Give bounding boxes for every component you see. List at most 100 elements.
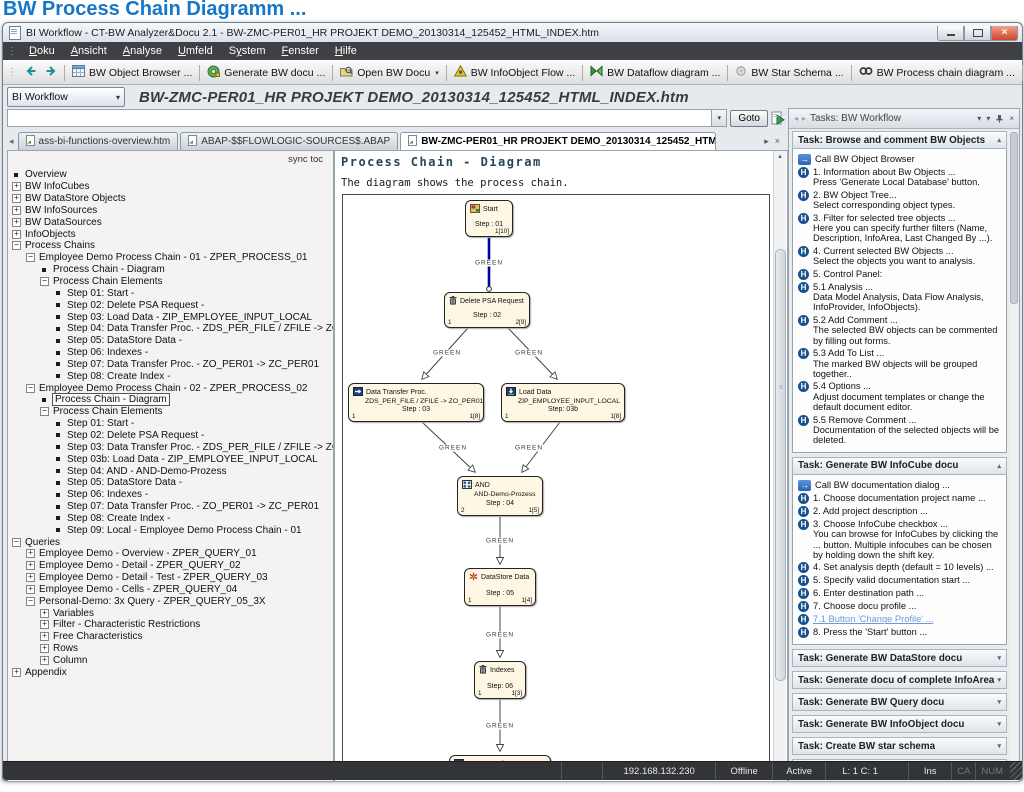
tree-item[interactable]: +BW DataSources (12, 216, 331, 228)
tree-item[interactable]: −Process Chain Elements (12, 406, 331, 418)
expand-icon[interactable]: + (40, 656, 49, 666)
collapse-icon[interactable]: − (26, 253, 35, 263)
expand-icon[interactable]: + (12, 667, 21, 677)
expand-icon[interactable]: + (26, 584, 35, 594)
toolbar-button-bw-object-browser[interactable]: BW Object Browser ... (68, 63, 196, 82)
toolbar-button-bw-dataflow-diagram[interactable]: BW Dataflow diagram ... (586, 63, 724, 82)
collapse-section-icon[interactable]: ▴ (997, 462, 1001, 470)
tree-item[interactable]: +Column (12, 655, 331, 667)
menu-item-doku[interactable]: Doku (29, 45, 55, 57)
task-section-header[interactable]: Task: Generate BW Query docu▾ (792, 693, 1007, 712)
toolbar-button-bw-process-chain-diagram[interactable]: BW Process chain diagram ... (855, 63, 1019, 82)
tree-item[interactable]: Step 06: Indexes - (12, 489, 331, 501)
menu-item-ansicht[interactable]: Ansicht (70, 45, 107, 57)
panel-forward-icon[interactable]: ▸ (802, 114, 807, 123)
tree-item[interactable]: Step 06: Indexes - (12, 347, 331, 359)
tree-item[interactable]: Step 08: Create Index - (12, 370, 331, 382)
close-button[interactable]: × (991, 25, 1018, 41)
tree-item[interactable]: Step 09: Local - Employee Demo Process C… (12, 524, 331, 536)
collapse-icon[interactable]: − (26, 383, 35, 393)
toolbar-button-generate-bw-docu[interactable]: Generate BW docu ... (203, 63, 329, 83)
expand-icon[interactable]: + (12, 182, 21, 192)
pin-icon[interactable] (995, 114, 1004, 123)
panel-back-icon[interactable]: ◂ (794, 114, 799, 123)
toolbar-button-forward-arrow[interactable] (41, 63, 61, 82)
task-section-header[interactable]: Task: Generate docu of complete InfoArea… (792, 671, 1007, 690)
collapse-icon[interactable]: − (12, 537, 21, 547)
expand-section-icon[interactable]: ▾ (997, 721, 1001, 729)
collapse-icon[interactable]: − (12, 241, 21, 251)
task-section-header[interactable]: Task: Browse and comment BW Objects▴ (792, 131, 1007, 149)
tree-item[interactable]: Step 01: Start - (12, 418, 331, 430)
expand-icon[interactable]: + (12, 229, 21, 239)
tree-item[interactable]: +Employee Demo - Detail - ZPER_QUERY_02 (12, 560, 331, 572)
tree-item[interactable]: +BW InfoSources (12, 205, 331, 217)
toolbar-button-bw-infoobject-flow[interactable]: BW InfoObject Flow ... (450, 63, 579, 82)
chevron-down-icon[interactable]: ▾ (435, 69, 439, 77)
tree-item[interactable]: Step 03: Data Transfer Proc. - ZDS_PER_F… (12, 441, 333, 453)
sync-toc-link[interactable]: sync toc (288, 154, 323, 165)
collapse-section-icon[interactable]: ▴ (997, 137, 1001, 144)
toolbar-button-open-bw-docu[interactable]: Open BW Docu▾ (336, 63, 442, 82)
expand-icon[interactable]: + (40, 632, 49, 642)
menu-item-hilfe[interactable]: Hilfe (334, 45, 357, 57)
tree-item[interactable]: Process Chain - Diagram (12, 264, 331, 276)
collapse-icon[interactable]: − (40, 277, 49, 287)
tree-item[interactable]: +BW InfoCubes (12, 181, 331, 193)
chevron-down-icon[interactable]: ▾ (711, 110, 727, 126)
menu-item-fenster[interactable]: Fenster (281, 45, 319, 57)
tab-scroll-right-icon[interactable]: ▸ (764, 136, 769, 146)
tree-item[interactable]: Step 04: AND - AND-Demo-Prozess (12, 465, 331, 477)
tree-item[interactable]: +Free Characteristics (12, 631, 331, 643)
tree-item[interactable]: −Queries (12, 536, 331, 548)
tree-item[interactable]: Step 05: DataStore Data - (12, 335, 331, 347)
tree-item[interactable]: +Employee Demo - Cells - ZPER_QUERY_04 (12, 584, 331, 596)
tree-item[interactable]: Step 02: Delete PSA Request - (12, 430, 331, 442)
tree-item[interactable]: Step 04: Data Transfer Proc. - ZDS_PER_F… (12, 323, 333, 335)
tree-item[interactable]: Step 05: DataStore Data - (12, 477, 331, 489)
tree-item[interactable]: +BW DataStore Objects (12, 193, 331, 205)
expand-section-icon[interactable]: ▾ (997, 677, 1001, 685)
panel-close-icon[interactable]: × (1009, 114, 1014, 123)
task-item[interactable]: →Call BW documentation dialog ... (798, 479, 1001, 491)
tree-item[interactable]: Step 03b: Load Data - ZIP_EMPLOYEE_INPUT… (12, 453, 331, 465)
scrollbar-thumb[interactable]: ≡ (775, 249, 786, 681)
tree-item[interactable]: Step 07: Data Transfer Proc. - ZO_PER01 … (12, 501, 331, 513)
expand-icon[interactable]: + (40, 608, 49, 618)
panel-dropdown-icon[interactable]: ▾ (977, 114, 982, 123)
tree-item[interactable]: Step 03: Load Data - ZIP_EMPLOYEE_INPUT_… (12, 311, 331, 323)
tree-item[interactable]: +Filter - Characteristic Restrictions (12, 619, 331, 631)
tree-item[interactable]: +InfoObjects (12, 228, 331, 240)
tree-item[interactable]: Process Chain - Diagram (12, 393, 331, 407)
toolbar-button-back-arrow[interactable] (21, 63, 41, 82)
tree-item[interactable]: +Rows (12, 643, 331, 655)
collapse-icon[interactable]: − (26, 596, 35, 606)
maximize-button[interactable] (964, 25, 991, 41)
resize-grip[interactable] (1010, 762, 1022, 780)
expand-section-icon[interactable]: ▾ (997, 699, 1001, 707)
menu-item-analyse[interactable]: Analyse (122, 45, 162, 57)
vertical-scrollbar[interactable]: ▴ ≡ ▾ (773, 151, 786, 781)
expand-icon[interactable]: + (26, 561, 35, 571)
process-node[interactable]: Data Transfer Proc.ZDS_PER_FILE / ZFILE … (348, 383, 484, 422)
tab-1[interactable]: ass-bi-functions-overview.htm (17, 132, 179, 150)
